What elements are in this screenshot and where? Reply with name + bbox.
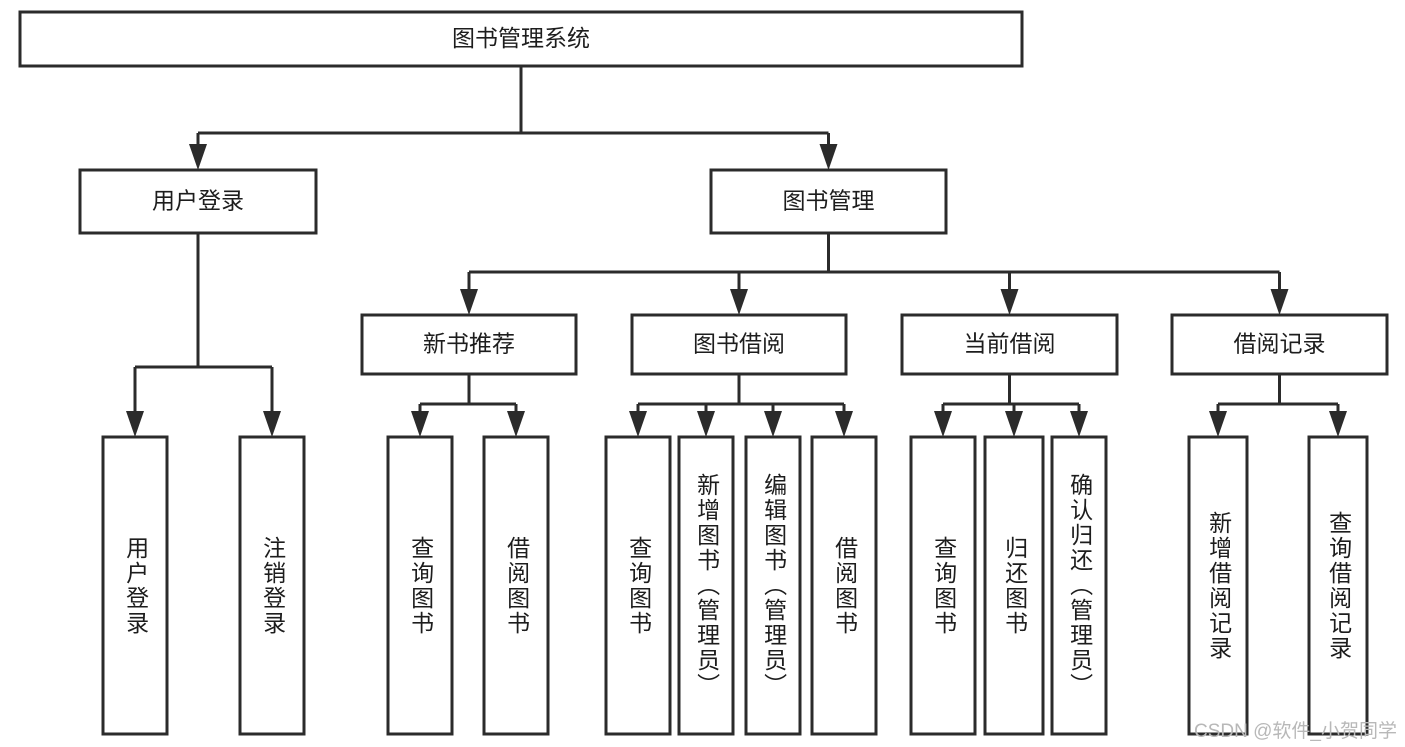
leaf-arrow-3-2-arrowhead — [1070, 411, 1088, 437]
node-l3-图书借阅[interactable] — [630, 313, 848, 376]
node-l2-用户登录-label: 用户登录 — [152, 188, 244, 214]
node-leaf-注销登录[interactable] — [238, 435, 306, 736]
node-leaf-查询借阅记录[interactable] — [1307, 435, 1369, 736]
leaf-arrow-4-0-arrowhead — [1209, 411, 1227, 437]
leaf-arrow-1-1-arrowhead — [507, 411, 525, 437]
l2-to-l3-0-arrowhead — [460, 289, 478, 315]
node-l3-借阅记录-label: 借阅记录 — [1234, 331, 1326, 357]
node-l2-图书管理-label: 图书管理 — [783, 188, 875, 214]
node-leaf-借阅图书[interactable] — [482, 435, 550, 736]
watermark: CSDN @软件_小贺同学 — [1194, 721, 1397, 742]
leaf-arrow-4-1-arrowhead — [1329, 411, 1347, 437]
leaf-arrow-2-0-arrowhead — [629, 411, 647, 437]
node-leaf-查询图书[interactable] — [604, 435, 672, 736]
leaf-arrow-0-0-arrowhead — [126, 411, 144, 437]
node-l3-当前借阅[interactable] — [900, 313, 1119, 376]
leaf-arrow-3-1-arrowhead — [1005, 411, 1023, 437]
node-leaf-新增借阅记录[interactable] — [1187, 435, 1249, 736]
l2-to-l3-3-arrowhead — [1270, 289, 1289, 315]
boxes-layer — [18, 10, 1389, 736]
leaf-arrow-2-2-arrowhead — [764, 411, 782, 437]
node-l2-用户登录[interactable] — [78, 168, 318, 235]
node-leaf-借阅图书[interactable] — [810, 435, 878, 736]
node-l3-图书借阅-label: 图书借阅 — [693, 331, 785, 357]
root-to-l2-1-arrowhead — [819, 144, 838, 170]
leaf-arrow-0-1-arrowhead — [263, 411, 281, 437]
root-to-l2-0-arrowhead — [189, 144, 207, 170]
node-leaf-用户登录[interactable] — [101, 435, 169, 736]
node-leaf-新增图书管理员[interactable] — [677, 435, 735, 736]
leaf-arrow-1-0-arrowhead — [411, 411, 429, 437]
node-l3-借阅记录[interactable] — [1170, 313, 1389, 376]
node-leaf-查询图书[interactable] — [386, 435, 454, 736]
node-l2-图书管理[interactable] — [709, 168, 948, 235]
node-l3-新书推荐-label: 新书推荐 — [423, 331, 515, 357]
connectors-layer — [126, 66, 1347, 437]
node-leaf-查询图书[interactable] — [909, 435, 977, 736]
node-leaf-确认归还管理员[interactable] — [1050, 435, 1108, 736]
node-l3-新书推荐[interactable] — [360, 313, 578, 376]
node-root-图书管理系统[interactable] — [18, 10, 1024, 68]
node-leaf-编辑图书管理员[interactable] — [744, 435, 802, 736]
node-root-图书管理系统-label: 图书管理系统 — [452, 25, 590, 51]
leaf-arrow-3-0-arrowhead — [934, 411, 952, 437]
leaf-arrow-2-3-arrowhead — [835, 411, 853, 437]
l2-to-l3-1-arrowhead — [730, 289, 748, 315]
node-leaf-归还图书[interactable] — [983, 435, 1045, 736]
l2-to-l3-2-arrowhead — [1000, 289, 1019, 315]
leaf-arrow-2-1-arrowhead — [697, 411, 715, 437]
node-l3-当前借阅-label: 当前借阅 — [964, 331, 1056, 357]
